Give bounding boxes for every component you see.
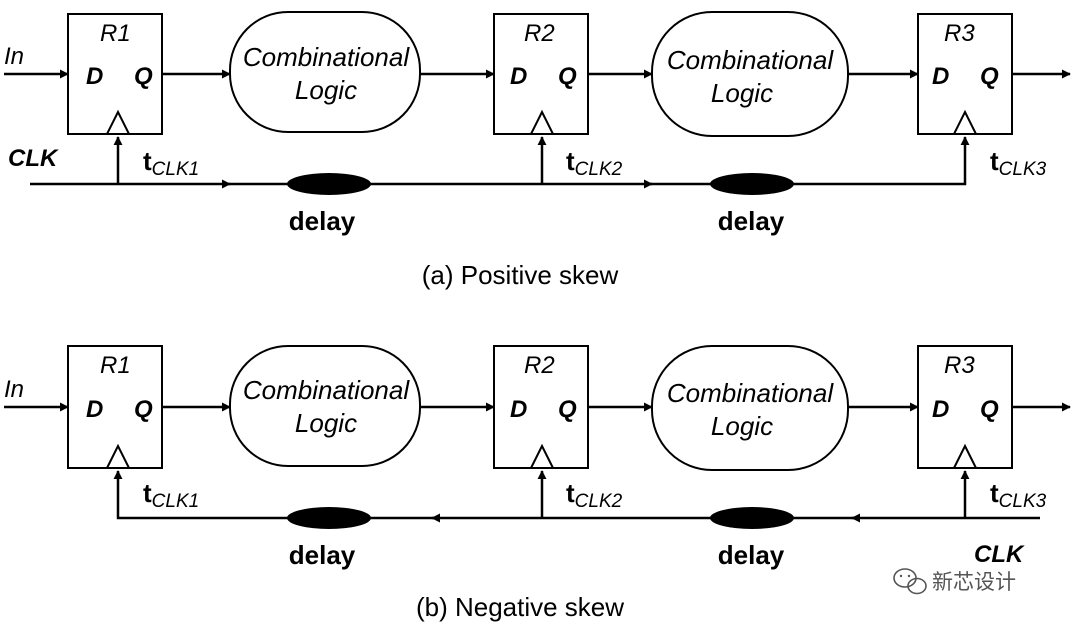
d-port-label: D (510, 396, 527, 423)
tclk-label-r3: tCLK3 (990, 146, 1047, 180)
register-name: R3 (944, 20, 975, 47)
clock-wire (113, 470, 290, 520)
clock-triangle-icon (530, 109, 554, 135)
watermark-text: 新芯设计 (932, 570, 1016, 594)
clk-label: CLK (8, 145, 59, 172)
wechat-icon (893, 568, 927, 595)
delay-element (287, 507, 371, 529)
d-port-label: D (510, 63, 527, 90)
caption: (a) Positive skew (422, 260, 619, 290)
delay-element (710, 507, 794, 529)
logic-line2: Logic (711, 78, 773, 108)
logic-line2: Logic (295, 75, 357, 105)
tclk-label-r1: tCLK1 (143, 478, 199, 512)
q-port-label: Q (558, 63, 577, 90)
caption: (b) Negative skew (416, 592, 624, 622)
clock-triangle-icon (530, 443, 554, 469)
diagram-positive-skew: In R1 D Q Combinational Logic R2 D Q (4, 11, 1071, 290)
input-label: In (4, 43, 24, 70)
logic-line1: Combinational (243, 42, 410, 72)
clk-label: CLK (974, 541, 1025, 568)
delay-label: delay (289, 206, 356, 236)
register-name: R3 (944, 352, 975, 379)
delay-element (710, 173, 794, 195)
delay-label: delay (289, 540, 356, 570)
register-name: R1 (100, 20, 131, 47)
q-port-label: Q (558, 396, 577, 423)
logic-line1: Combinational (667, 45, 834, 75)
register-r2: R2 D Q (493, 13, 589, 135)
input-label: In (4, 376, 24, 403)
tclk-label-r2: tCLK2 (566, 146, 623, 180)
register-r1: R1 D Q (67, 345, 163, 469)
register-name: R2 (524, 352, 555, 379)
tclk-label-r3: tCLK3 (990, 478, 1047, 512)
q-port-label: Q (134, 396, 153, 423)
register-r3: R3 D Q (917, 13, 1013, 135)
clock-triangle-icon (106, 109, 130, 135)
watermark: 新芯设计 (893, 568, 1016, 595)
q-port-label: Q (980, 63, 999, 90)
logic-line1: Combinational (243, 375, 410, 405)
q-port-label: Q (980, 396, 999, 423)
combinational-logic-block: Combinational Logic (229, 11, 421, 133)
logic-line1: Combinational (667, 378, 834, 408)
combinational-logic-block: Combinational Logic (651, 11, 849, 137)
d-port-label: D (86, 63, 103, 90)
tclk-label-r2: tCLK2 (566, 478, 623, 512)
register-r2: R2 D Q (493, 345, 589, 469)
d-port-label: D (86, 396, 103, 423)
delay-label: delay (718, 206, 785, 236)
register-name: R2 (524, 20, 555, 47)
diagram-negative-skew: In R1 D Q Combinational Logic R2 D Q (4, 345, 1071, 622)
delay-element (287, 173, 371, 195)
logic-line2: Logic (295, 408, 357, 438)
tclk-label-r1: tCLK1 (143, 146, 199, 180)
logic-line2: Logic (711, 411, 773, 441)
register-name: R1 (100, 352, 131, 379)
register-r3: R3 D Q (917, 345, 1013, 469)
delay-label: delay (718, 540, 785, 570)
clock-triangle-icon (953, 109, 977, 135)
clock-triangle-icon (106, 443, 130, 469)
q-port-label: Q (134, 63, 153, 90)
d-port-label: D (932, 63, 949, 90)
clock-wire (792, 136, 970, 186)
clock-triangle-icon (953, 443, 977, 469)
combinational-logic-block: Combinational Logic (229, 345, 421, 467)
register-r1: R1 D Q (67, 13, 163, 135)
d-port-label: D (932, 396, 949, 423)
combinational-logic-block: Combinational Logic (651, 345, 849, 471)
